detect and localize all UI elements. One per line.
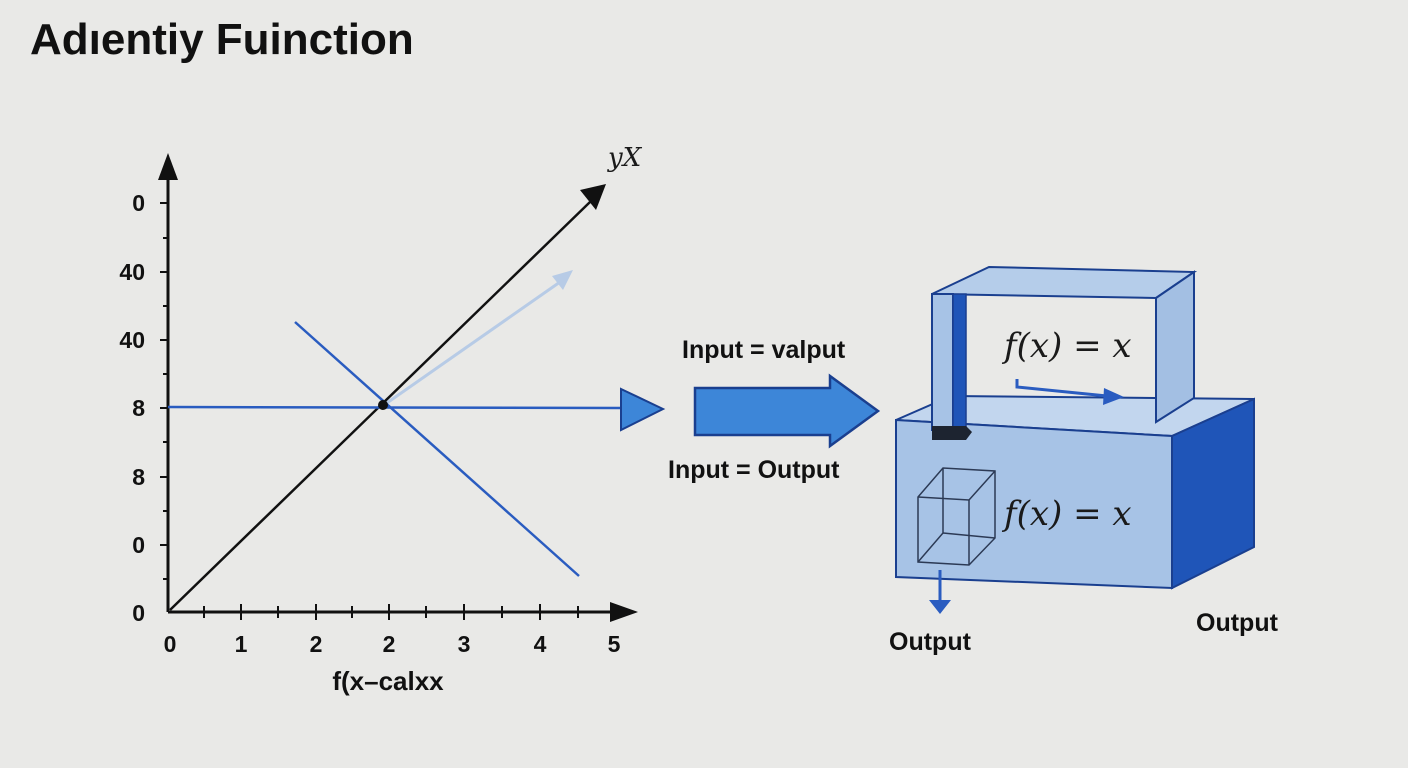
- y-tick-label: 40: [119, 327, 145, 353]
- y-tick-label: 0: [132, 532, 145, 558]
- inner-arrow-line: [1015, 379, 1108, 398]
- y-axis-arrowhead: [158, 153, 178, 180]
- frame-top-face: [931, 265, 1198, 300]
- faint-arrow-line: [383, 280, 561, 407]
- y-tick-marks: [160, 202, 168, 580]
- flow: Input = valput Input = Output: [668, 336, 881, 484]
- x-axis-label: f(x–calxx: [332, 666, 444, 696]
- output-arrow-head: [929, 600, 951, 614]
- identity-line-arrowhead: [580, 184, 606, 210]
- box-side-face: [1171, 397, 1255, 590]
- y-tick-label: 0: [132, 600, 145, 626]
- y-tick-label: 0: [132, 190, 145, 216]
- frame-pillar-base: [932, 426, 972, 440]
- wireframe-cube: [917, 467, 996, 566]
- x-tick-label: 3: [458, 631, 471, 657]
- graph: 0 40 40 8 8 0 0 0 1 2 2 3 4 5 f(x–calxx …: [119, 143, 666, 696]
- x-tick-label: 1: [235, 631, 248, 657]
- x-axis-arrowhead: [610, 602, 638, 622]
- frame-right-pillar: [1155, 270, 1195, 424]
- y-tick-label: 40: [119, 259, 145, 285]
- output-label-left: Output: [889, 628, 972, 656]
- flow-arrow: [693, 373, 881, 449]
- output-label-right: Output: [1196, 609, 1279, 637]
- horizontal-line: [167, 405, 623, 410]
- x-tick-marks: [203, 604, 579, 620]
- inner-arrow-head: [1103, 388, 1124, 405]
- page-title: Adıentiy Fuinction: [30, 15, 414, 64]
- horizontal-line-arrowhead: [620, 387, 666, 432]
- faint-arrow-head: [552, 270, 573, 290]
- frame-left-pillar-side: [952, 293, 967, 431]
- y-tick-label: 8: [132, 464, 145, 490]
- x-tick-label: 2: [383, 631, 396, 657]
- frame-left-pillar: [931, 293, 954, 431]
- identity-line-label: yX: [607, 143, 643, 173]
- function-machine: f(x) = x f(x) = x Output Output: [889, 265, 1279, 656]
- lower-caption: Input = Output: [668, 456, 840, 484]
- intersection-point: [378, 400, 388, 410]
- x-tick-label: 5: [608, 631, 621, 657]
- front-formula: f(x) = x: [1001, 494, 1132, 534]
- upper-caption: Input = valput: [682, 336, 846, 364]
- y-tick-label: 8: [132, 395, 145, 421]
- x-tick-label: 2: [310, 631, 323, 657]
- x-tick-label: 4: [534, 631, 547, 657]
- decreasing-line: [294, 321, 580, 577]
- x-tick-label: 0: [164, 631, 177, 657]
- top-formula: f(x) = x: [1001, 326, 1132, 366]
